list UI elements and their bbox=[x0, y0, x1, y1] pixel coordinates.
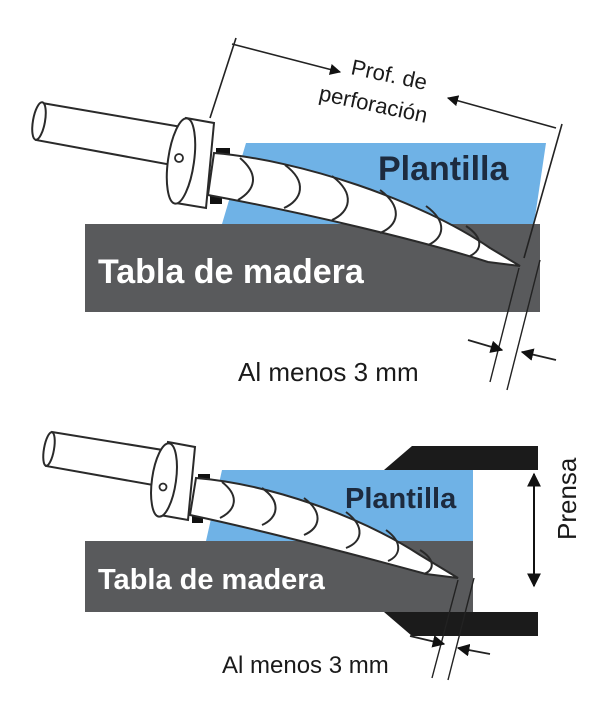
top-stop-collar bbox=[165, 116, 230, 210]
bottom-stop-collar bbox=[150, 440, 210, 523]
bottom-board-label: Tabla de madera bbox=[98, 564, 326, 596]
top-drill-bit bbox=[206, 151, 521, 267]
bottom-drill-bit bbox=[188, 476, 459, 579]
bottom-template-label: Plantilla bbox=[345, 483, 457, 515]
bottom-min-gap-lines bbox=[409, 577, 491, 681]
top-depth-dimension bbox=[209, 37, 563, 259]
bottom-min-label: Al menos 3 mm bbox=[222, 652, 389, 679]
top-template-label: Plantilla bbox=[378, 150, 509, 188]
top-min-label: Al menos 3 mm bbox=[238, 357, 419, 387]
bottom-clamp-label: Prensa bbox=[552, 457, 582, 540]
top-board-label: Tabla de madera bbox=[98, 253, 365, 291]
top-diagram: Plantilla Tabla de madera Prof. de perfo… bbox=[31, 37, 563, 391]
bottom-diagram: Plantilla Tabla de madera Prensa Al meno… bbox=[42, 430, 582, 681]
top-min-gap-lines bbox=[467, 259, 557, 391]
